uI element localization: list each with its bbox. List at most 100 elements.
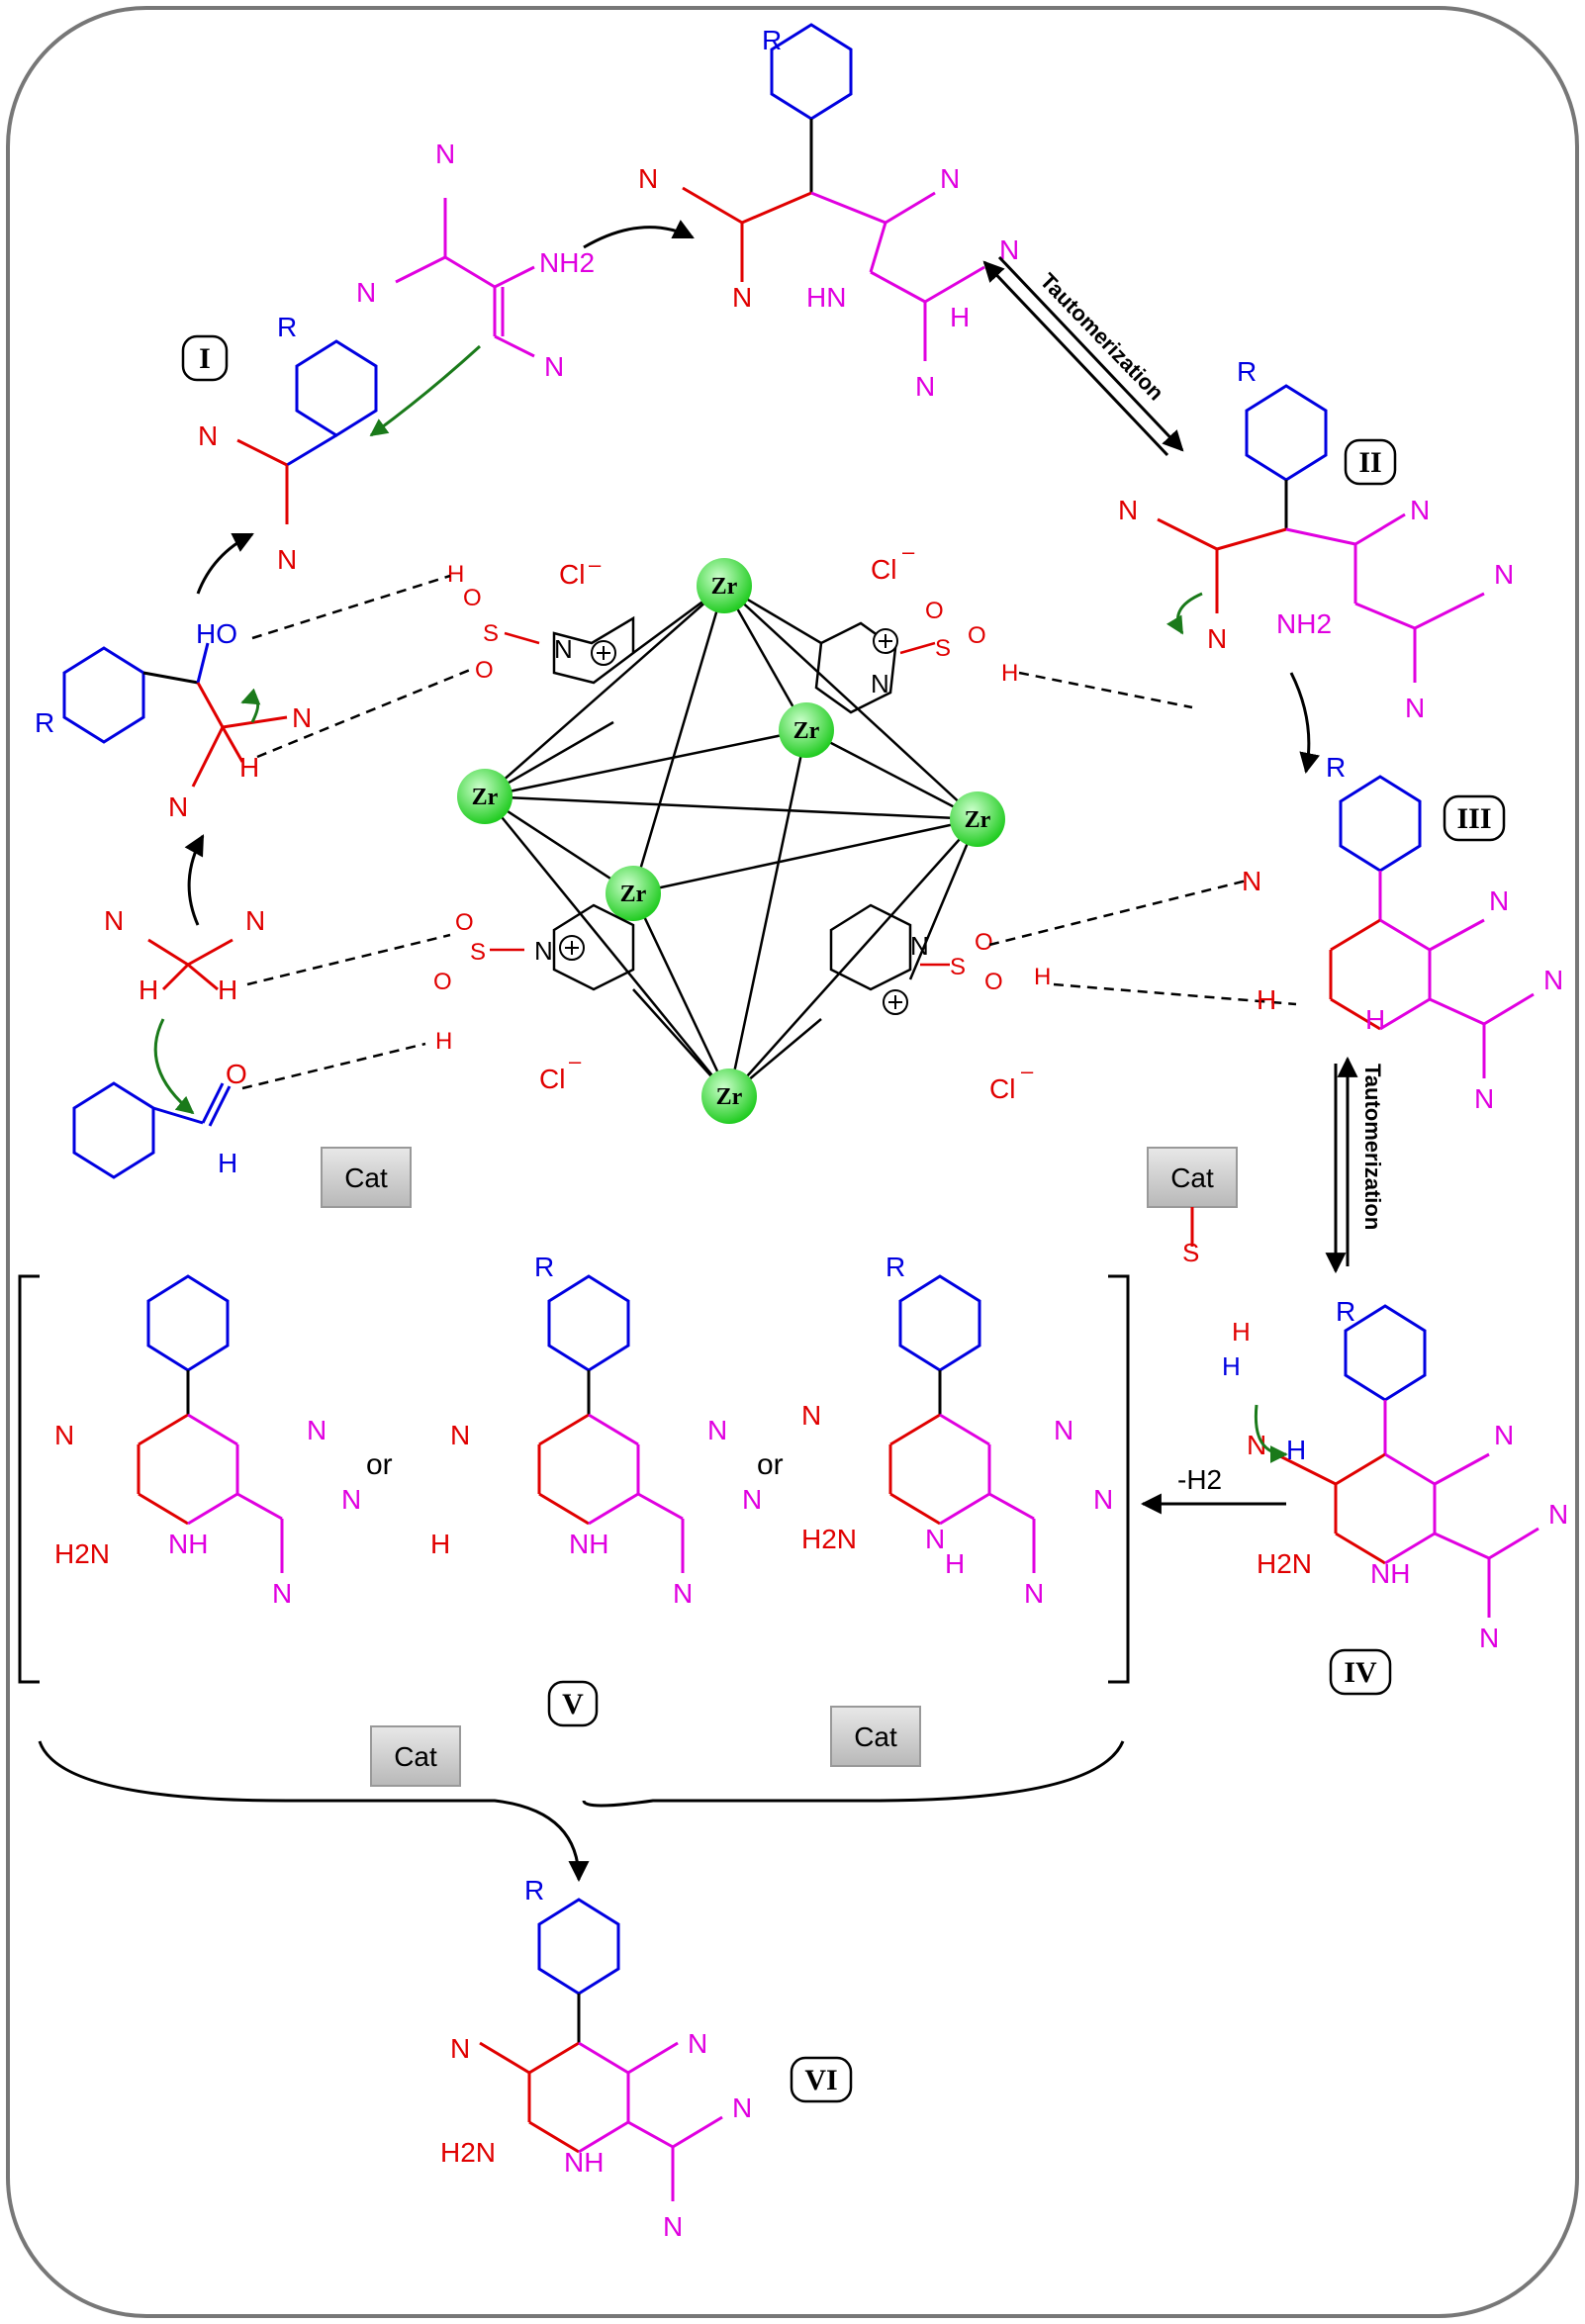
- svg-text:NH2: NH2: [1276, 608, 1332, 639]
- svg-text:Cat: Cat: [1170, 1162, 1214, 1193]
- svg-text:R: R: [1336, 1296, 1355, 1327]
- svg-text:N: N: [1474, 1083, 1494, 1114]
- svg-text:S: S: [950, 954, 966, 980]
- svg-text:N: N: [925, 1524, 945, 1554]
- svg-text:N: N: [168, 791, 188, 822]
- svg-text:N: N: [245, 905, 265, 936]
- svg-text:N: N: [1118, 495, 1138, 525]
- so3h-text: S O O H S O O H S O O H S O O H: [433, 561, 1051, 1055]
- catalyst-box-top: Cat: [321, 1147, 412, 1208]
- svg-text:N: N: [272, 1578, 292, 1609]
- svg-text:N: N: [663, 2211, 683, 2242]
- zr-node-mid: Zr: [606, 866, 661, 921]
- malononitrile-text: N N H H: [104, 905, 265, 1005]
- chloride-ions: Cl– Cl– Cl– Cl–: [539, 539, 1034, 1104]
- svg-text:Cat: Cat: [344, 1162, 388, 1193]
- intermediate-IV-text: R H N N N N H2N NH: [1247, 1296, 1568, 1653]
- svg-text:N: N: [1207, 623, 1227, 654]
- svg-text:Cl: Cl: [989, 1073, 1015, 1104]
- h-bond-dashes: [241, 574, 1297, 1090]
- bracket: [18, 1274, 1130, 1684]
- label-II: II: [1344, 438, 1397, 486]
- svg-text:O: O: [475, 657, 494, 684]
- svg-text:N: N: [1024, 1578, 1044, 1609]
- svg-text:O: O: [984, 969, 1003, 995]
- svg-text:–: –: [902, 539, 915, 564]
- svg-text:N: N: [307, 1415, 326, 1445]
- zr-node-top: Zr: [697, 558, 752, 613]
- svg-text:H2N: H2N: [1257, 1548, 1312, 1579]
- svg-text:N: N: [544, 351, 564, 382]
- svg-text:S: S: [470, 939, 486, 966]
- svg-text:N: N: [54, 1420, 74, 1450]
- svg-text:R: R: [1326, 752, 1346, 783]
- minus-h2-label: -H2: [1177, 1464, 1222, 1495]
- svg-text:Zr: Zr: [793, 718, 820, 744]
- svg-text:Zr: Zr: [716, 1084, 743, 1110]
- svg-text:N: N: [732, 282, 752, 313]
- svg-text:N: N: [688, 2028, 707, 2059]
- label-I: I: [181, 334, 229, 382]
- svg-text:N: N: [1494, 559, 1514, 590]
- arylidene-I: [236, 339, 378, 524]
- svg-text:R: R: [277, 312, 297, 342]
- svg-text:–: –: [569, 1049, 582, 1073]
- svg-text:R: R: [1237, 356, 1257, 387]
- svg-text:H: H: [950, 302, 970, 332]
- svg-text:H2N: H2N: [440, 2137, 496, 2168]
- svg-text:N: N: [1479, 1623, 1499, 1653]
- svg-text:N: N: [356, 277, 376, 308]
- pyridinium-bottom-right: [829, 903, 912, 991]
- svg-text:H: H: [1286, 1435, 1306, 1465]
- svg-text:H: H: [1222, 1351, 1241, 1381]
- svg-text:N: N: [742, 1484, 762, 1515]
- positive-charges: [559, 628, 908, 1015]
- svg-text:H: H: [1001, 660, 1018, 687]
- svg-text:N: N: [1242, 866, 1261, 896]
- malononitrile-dimer-text: N N NH2 N: [356, 139, 595, 382]
- benzaldehyde-text: O H: [218, 1059, 247, 1178]
- svg-text:N: N: [1410, 495, 1430, 525]
- svg-text:N: N: [940, 163, 960, 194]
- svg-text:N: N: [198, 420, 218, 451]
- label-III: III: [1443, 794, 1506, 842]
- svg-text:O: O: [925, 598, 944, 624]
- svg-text:H2N: H2N: [801, 1524, 857, 1554]
- svg-text:H: H: [1232, 1317, 1251, 1347]
- reaction-arrows: [38, 220, 1358, 1883]
- resonance-form-3-text: R N N N N H2N N H: [801, 1252, 1113, 1609]
- svg-text:N: N: [292, 702, 312, 733]
- svg-text:R: R: [886, 1252, 905, 1282]
- arylidene-I-text: R N N: [198, 312, 297, 575]
- product-VI-text: R N N N N H2N NH: [440, 1875, 752, 2242]
- svg-text:II: II: [1358, 446, 1381, 479]
- michael-adduct: [682, 23, 985, 361]
- svg-text:NH2: NH2: [539, 247, 595, 278]
- svg-text:N: N: [341, 1484, 361, 1515]
- svg-text:N: N: [801, 1400, 821, 1431]
- svg-text:Cl: Cl: [559, 559, 585, 590]
- pyridinium-bottom-left: [552, 903, 635, 991]
- svg-text:H: H: [435, 1028, 452, 1055]
- svg-text:N: N: [1054, 1415, 1073, 1445]
- svg-text:H: H: [430, 1529, 450, 1559]
- resonance-form-2: [537, 1274, 685, 1573]
- svg-text:N: N: [1548, 1499, 1568, 1530]
- svg-text:NH: NH: [1370, 1558, 1410, 1589]
- svg-text:O: O: [455, 909, 474, 936]
- svg-text:N: N: [104, 905, 124, 936]
- svg-text:S: S: [1182, 1238, 1199, 1267]
- zr-nodes: Zr Zr Zr Zr Zr Zr: [457, 558, 1005, 1124]
- svg-text:H: H: [1257, 984, 1276, 1015]
- svg-text:H: H: [945, 1548, 965, 1579]
- malononitrile-dimer: [395, 198, 535, 358]
- svg-text:O: O: [968, 622, 986, 649]
- svg-text:N: N: [999, 234, 1019, 265]
- svg-text:O: O: [463, 585, 482, 611]
- resonance-form-1: [137, 1274, 284, 1573]
- so3h-groups: [490, 631, 950, 967]
- svg-text:N: N: [277, 544, 297, 575]
- hydride-catalyst-group: Cat S H H: [1147, 1147, 1251, 1381]
- svg-text:N: N: [1405, 693, 1425, 723]
- electron-push-arrows: [153, 344, 1288, 1463]
